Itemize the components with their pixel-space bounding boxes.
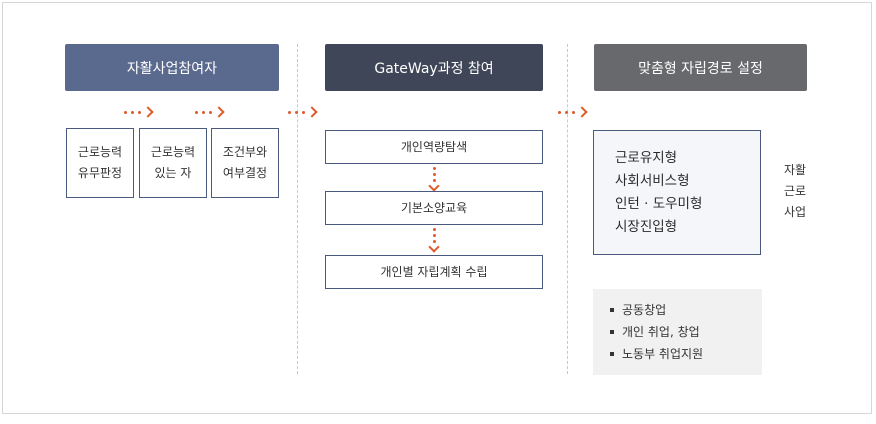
- path-item: 사회서비스형: [615, 173, 690, 189]
- arrow-right-1: [124, 106, 154, 118]
- arrow-down-1: [428, 167, 440, 192]
- arrow-right-3: [288, 106, 318, 118]
- arrow-down-2: [428, 228, 440, 253]
- diagram-frame: [2, 2, 872, 414]
- step1-box-line: 근로능력: [150, 145, 196, 159]
- column-divider-1: [297, 44, 298, 374]
- side-label-line: 근로: [783, 184, 807, 198]
- step2-box-basic-education: 기본소양교육: [325, 191, 543, 225]
- sub-item-label: 공동창업: [622, 303, 667, 317]
- sub-item: 개인 취업, 창업: [610, 321, 762, 343]
- step2-box-self-reliance-plan: 개인별 자립계획 수립: [325, 255, 543, 289]
- step1-box-line: 여부결정: [222, 166, 268, 180]
- side-label-line: 사업: [783, 205, 807, 219]
- side-label-self-sufficiency-work: 자활 근로 사업: [780, 160, 810, 223]
- sub-item: 노동부 취업지원: [610, 343, 762, 365]
- arrow-right-4: [558, 106, 588, 118]
- side-label-line: 자활: [783, 163, 807, 177]
- step1-box-line: 있는 자: [154, 166, 192, 180]
- self-reliance-path-box: 근로유지형 사회서비스형 인턴 · 도우미형 시장진입형: [593, 130, 761, 255]
- bullet-square-icon: [610, 330, 614, 334]
- sub-options-box: 공동창업 개인 취업, 창업 노동부 취업지원: [593, 289, 762, 375]
- step1-box-line: 조건부와: [222, 145, 268, 159]
- arrow-right-2: [195, 106, 225, 118]
- path-item: 근로유지형: [615, 150, 678, 166]
- bullet-square-icon: [610, 352, 614, 356]
- path-item: 시장진입형: [615, 219, 678, 235]
- bullet-square-icon: [610, 308, 614, 312]
- header-custom-path: 맞춤형 자립경로 설정: [594, 44, 807, 91]
- path-item: 인턴 · 도우미형: [615, 196, 703, 212]
- header-participants: 자활사업참여자: [65, 44, 279, 91]
- sub-item-label: 개인 취업, 창업: [622, 325, 700, 339]
- header-gateway: GateWay과정 참여: [325, 44, 543, 91]
- step2-box-capacity-exploration: 개인역량탐색: [325, 130, 543, 164]
- column-divider-2: [567, 44, 568, 374]
- sub-item: 공동창업: [610, 299, 762, 321]
- step1-box-line: 유무판정: [77, 166, 123, 180]
- step1-box-line: 근로능력: [77, 145, 123, 159]
- sub-item-label: 노동부 취업지원: [622, 347, 704, 361]
